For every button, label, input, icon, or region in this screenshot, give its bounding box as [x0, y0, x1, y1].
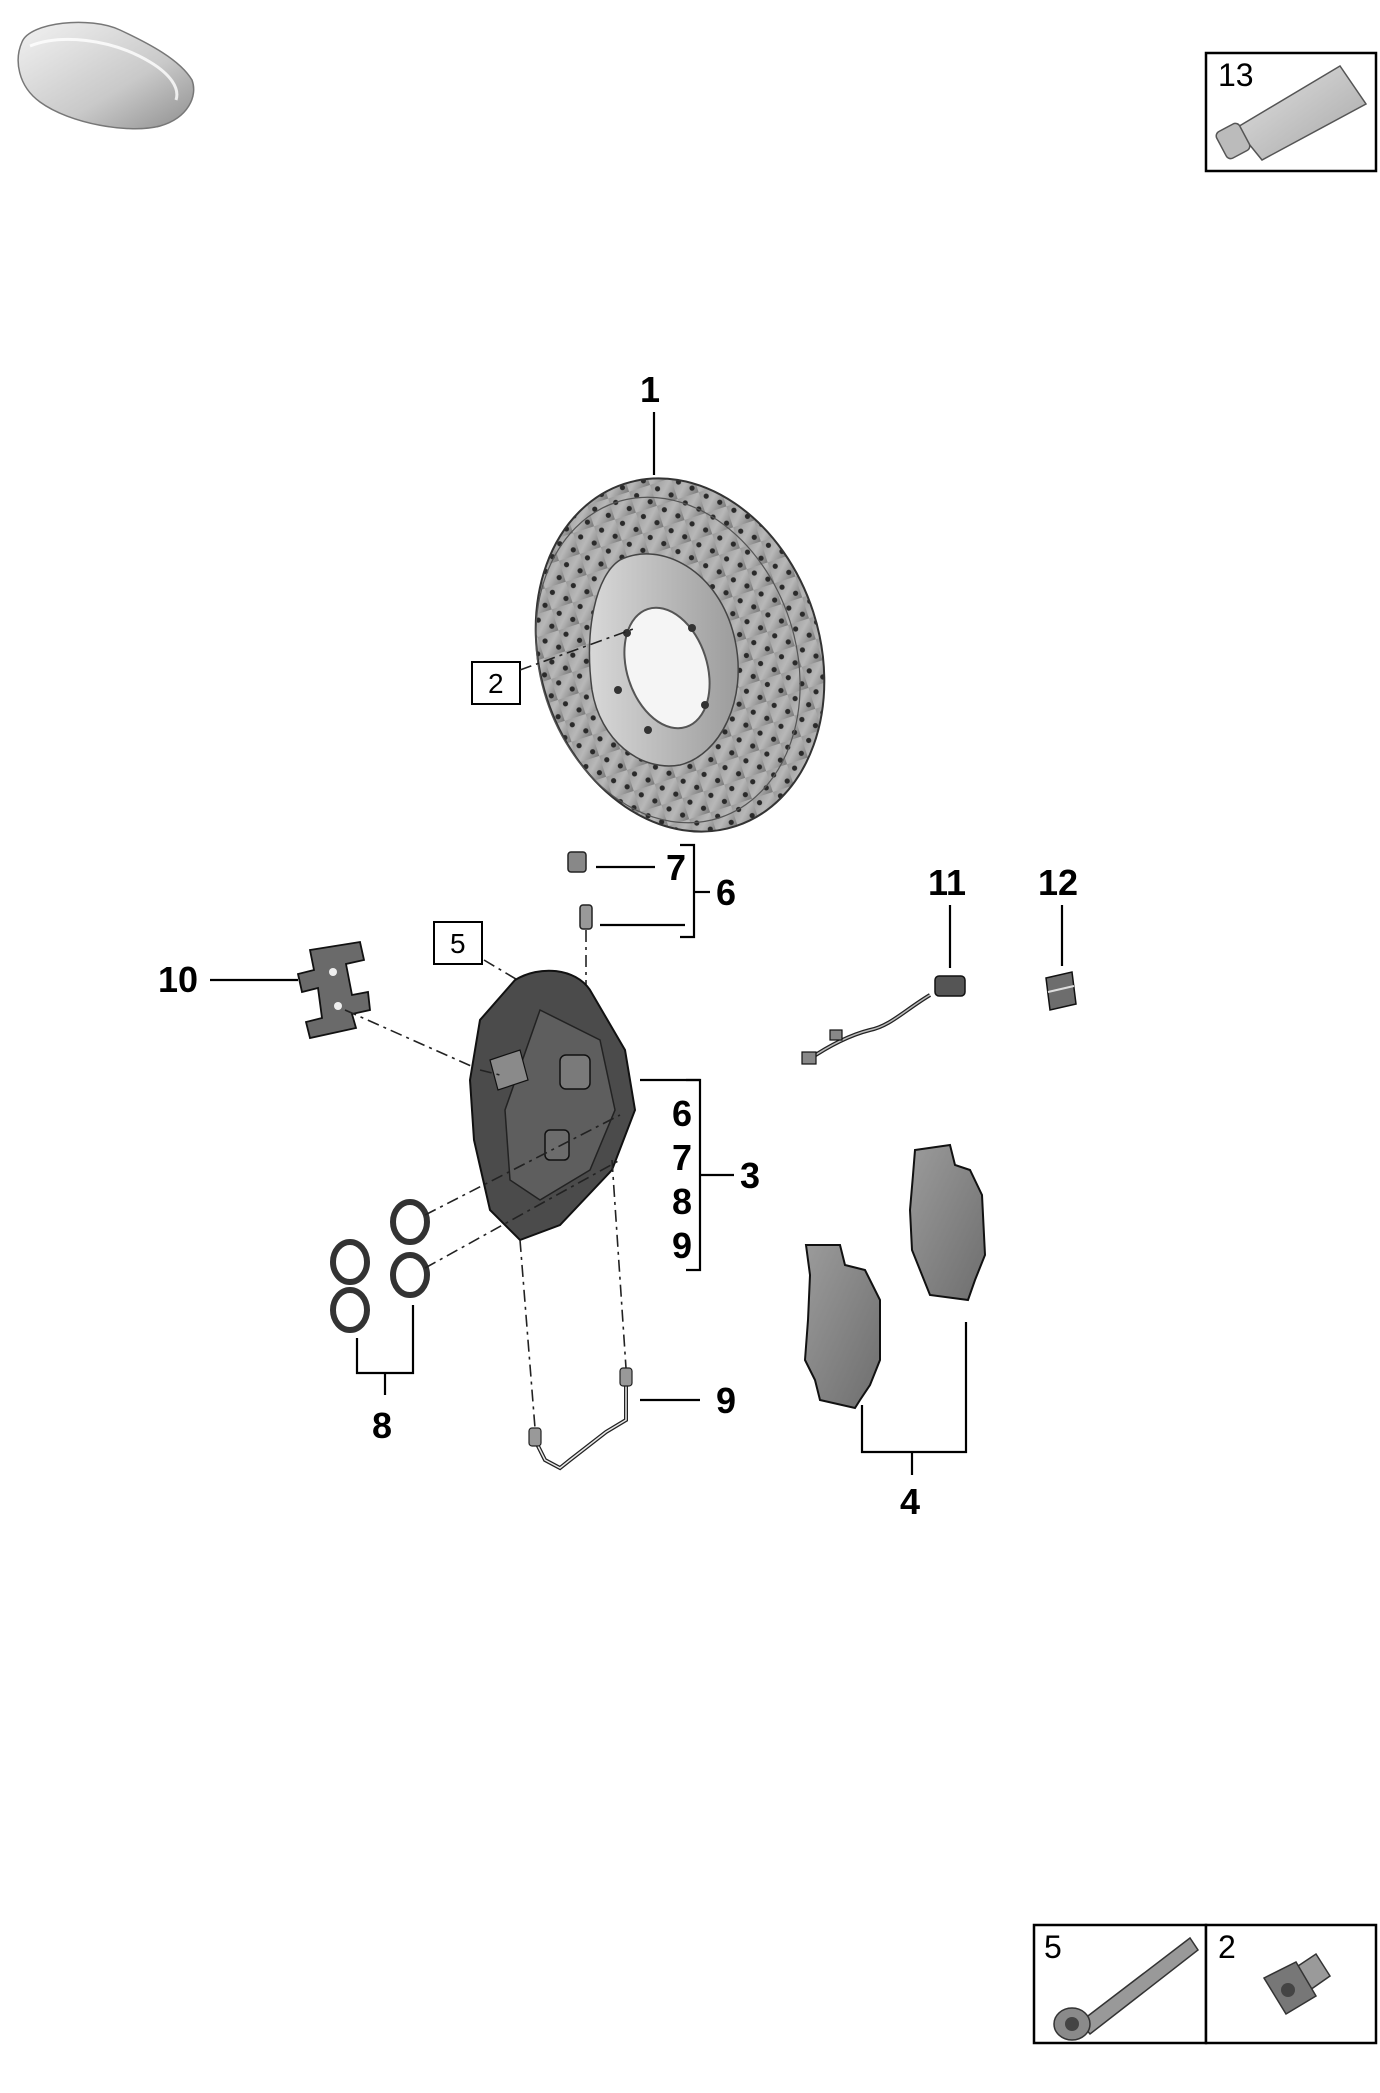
callout-6-top: 6 — [716, 872, 736, 913]
brake-line — [528, 1367, 633, 1471]
callout-2: 2 — [488, 668, 504, 699]
inset-screw-box: 5 — [1032, 1923, 1208, 2045]
leader-5 — [483, 959, 527, 986]
callout-9: 9 — [716, 1380, 736, 1421]
leader-2 — [519, 627, 637, 671]
disc-bolt-icon — [1262, 1952, 1332, 2016]
brake-caliper — [468, 969, 637, 1242]
callout-4: 4 — [900, 1481, 920, 1522]
seal-rings — [330, 1199, 430, 1333]
callout-box-2 — [471, 661, 521, 705]
callout-11: 11 — [928, 862, 966, 903]
grease-tube-icon — [1215, 64, 1368, 161]
callout-7-group: 7 — [672, 1137, 692, 1178]
callout-3: 3 — [740, 1155, 760, 1196]
brake-disc — [534, 477, 826, 833]
inset-screw-label: 5 — [1044, 1929, 1062, 1965]
sensor-clip — [1045, 971, 1077, 1011]
caliper-screw-icon — [1053, 1936, 1200, 2041]
callout-6-group: 6 — [672, 1093, 692, 1134]
inset-tube-box: 13 — [1204, 51, 1378, 173]
bracket-4 — [860, 1322, 968, 1454]
callout-7-top: 7 — [666, 847, 686, 888]
wear-sensor — [801, 975, 966, 1065]
bleeder-valve — [579, 904, 593, 930]
callout-1: 1 — [640, 369, 660, 410]
callout-8: 8 — [372, 1405, 392, 1446]
inset-tube-label: 13 — [1218, 57, 1254, 93]
inset-bolt-box: 2 — [1204, 1923, 1378, 2045]
callout-10: 10 — [158, 959, 198, 1000]
callout-5: 5 — [450, 928, 466, 959]
callout-box-5 — [433, 921, 483, 965]
brake-pad-front — [803, 1244, 881, 1410]
bleeder-cap — [567, 851, 587, 873]
callout-8-group: 8 — [672, 1181, 692, 1222]
anti-rattle-spring — [296, 940, 371, 1040]
callout-12: 12 — [1038, 862, 1078, 903]
car-silhouette-icon — [17, 21, 195, 130]
inset-bolt-label: 2 — [1218, 1929, 1236, 1965]
brake-pad-rear — [908, 1143, 987, 1302]
callout-9-group: 9 — [672, 1225, 692, 1266]
